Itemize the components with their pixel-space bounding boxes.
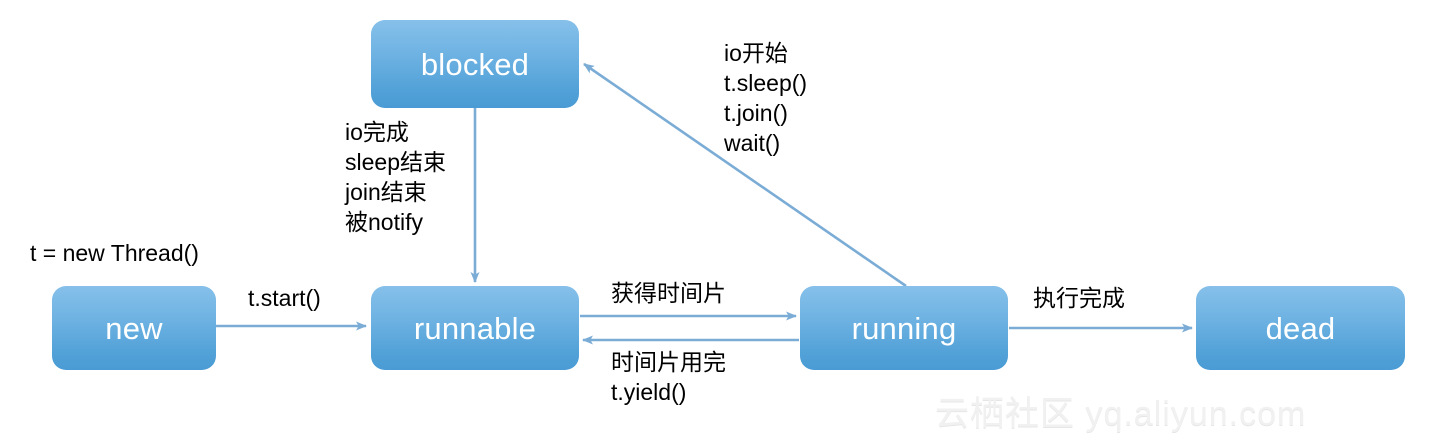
edge-running-to-blocked [583, 62, 907, 288]
watermark: 云栖社区 yq.aliyun.com [935, 395, 1307, 433]
label-create-thread: t = new Thread() [30, 240, 199, 266]
label-timeslice-used: 时间片用完 t.yield() [611, 349, 726, 405]
state-label-dead: dead [1265, 310, 1336, 346]
state-box-runnable[interactable]: runnable [371, 286, 579, 370]
state-box-blocked[interactable]: blocked [371, 20, 579, 108]
state-label-running: running [851, 310, 957, 346]
state-box-new[interactable]: new [52, 286, 216, 370]
state-box-running[interactable]: running [800, 286, 1008, 370]
label-start-call: t.start() [248, 285, 321, 311]
state-label-runnable: runnable [413, 310, 537, 346]
state-label-new: new [105, 310, 163, 346]
label-get-timeslice: 获得时间片 [611, 280, 726, 306]
label-blocked-to-runnable: io完成 sleep结束 join结束 被notify [345, 119, 446, 235]
label-execution-complete: 执行完成 [1033, 285, 1125, 311]
state-label-blocked: blocked [420, 46, 530, 82]
state-box-dead[interactable]: dead [1196, 286, 1405, 370]
label-running-to-blocked: io开始 t.sleep() t.join() wait() [724, 40, 808, 156]
